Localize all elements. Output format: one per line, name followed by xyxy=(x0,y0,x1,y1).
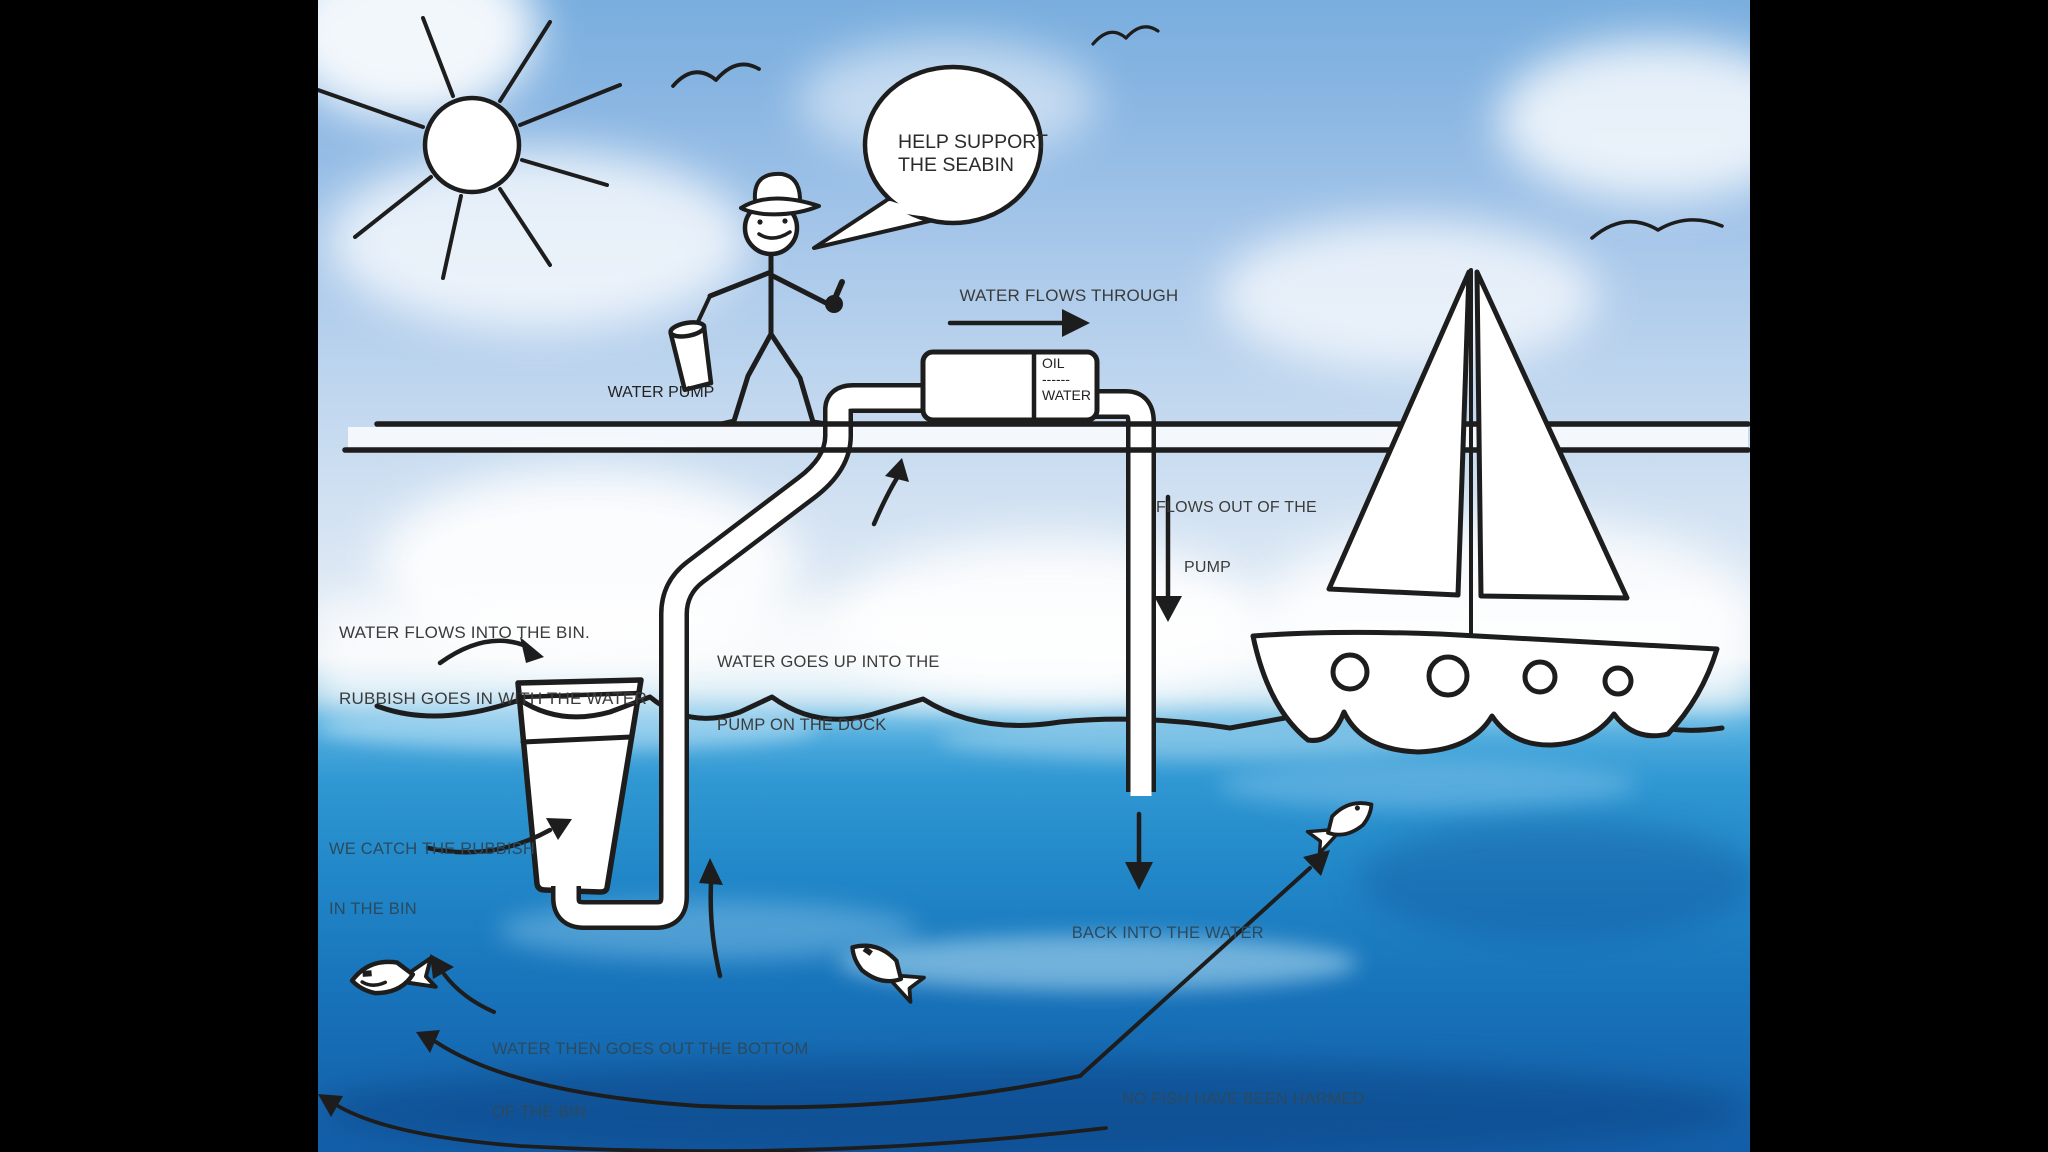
water-shadow xyxy=(1358,820,1750,940)
stick-figure xyxy=(668,171,845,427)
arrow-bin-outflow-left xyxy=(430,954,496,1014)
sun-icon xyxy=(318,16,622,280)
speech-line-1: HELP SUPPORT xyxy=(898,131,1048,153)
fish-icon xyxy=(850,943,926,1004)
water-pump-box xyxy=(920,349,1100,423)
arrow-bottom-sweep xyxy=(318,1094,1108,1152)
label-water-flows-through: WATER FLOWS THROUGH xyxy=(959,286,1179,305)
label-water: WATER xyxy=(1042,387,1091,403)
sail-left xyxy=(1326,269,1472,598)
ocean-photo-background: HELP SUPPORT THE SEABIN WATER FLOWS THRO… xyxy=(318,0,1750,1152)
sailboat xyxy=(1250,268,1720,755)
fish-icon xyxy=(349,956,438,996)
speech-bubble xyxy=(812,64,1044,250)
diagram-line-art xyxy=(318,16,1750,1152)
cloud xyxy=(1498,40,1750,200)
porthole xyxy=(1426,654,1470,698)
seabin-bin xyxy=(515,677,644,895)
water-streak xyxy=(1218,760,1638,810)
arrow-water-flows-through xyxy=(947,309,1090,337)
fish-icon xyxy=(1305,801,1374,855)
arrow-back-into-water xyxy=(1125,811,1153,890)
arrow-to-left-fish xyxy=(416,1030,1082,1110)
bird-icon xyxy=(671,62,761,88)
arrow-up-into-pump xyxy=(871,458,909,527)
bucket-icon xyxy=(668,320,714,393)
water-streak xyxy=(838,935,1358,991)
label-no-fish: NO FISH HAVE BEEN HARMED IN THE MAKING O… xyxy=(1122,1090,1462,1152)
arrow-out-bottom-up xyxy=(699,858,723,979)
label-water-pump: WATER PUMP xyxy=(607,384,715,401)
cloud xyxy=(328,150,748,330)
label-oil: OIL xyxy=(1042,355,1065,371)
porthole xyxy=(1522,659,1558,695)
flow-arrows xyxy=(318,309,1330,1152)
label-water-out-bottom: WATER THEN GOES OUT THE BOTTOM OF THE BI… xyxy=(492,1040,809,1121)
arrow-we-catch xyxy=(425,818,572,855)
label-oil-water-separator: OIL ------ WATER xyxy=(1042,355,1091,403)
label-water-into-bin: WATER FLOWS INTO THE BIN. RUBBISH GOES I… xyxy=(339,623,647,708)
label-dashes: ------ xyxy=(1042,371,1070,387)
cloud xyxy=(1218,220,1598,370)
arrow-to-right-fish xyxy=(1078,850,1330,1078)
label-flows-out: FLOWS OUT OF THE PUMP xyxy=(1156,499,1317,576)
bird-icon xyxy=(1590,218,1724,240)
sail-right xyxy=(1474,269,1630,601)
hull xyxy=(1250,629,1720,755)
cap-crown xyxy=(752,171,802,202)
arrow-into-bin xyxy=(437,637,544,666)
label-water-goes-up: WATER GOES UP INTO THE PUMP ON THE DOCK xyxy=(717,653,940,734)
arrow-flows-out-down xyxy=(1154,494,1182,622)
label-back-into-water: BACK INTO THE WATER xyxy=(1071,924,1264,942)
porthole xyxy=(1330,652,1370,692)
speech-line-2: THE SEABIN xyxy=(898,154,1014,176)
porthole xyxy=(1602,665,1634,697)
speech-bubble-text: HELP SUPPORT THE SEABIN xyxy=(898,131,1048,177)
label-we-catch: WE CATCH THE RUBBISH IN THE BIN xyxy=(329,840,535,918)
bird-icon xyxy=(1091,25,1160,46)
thumbs-up-hand xyxy=(825,295,843,313)
cap-brim xyxy=(739,196,821,217)
